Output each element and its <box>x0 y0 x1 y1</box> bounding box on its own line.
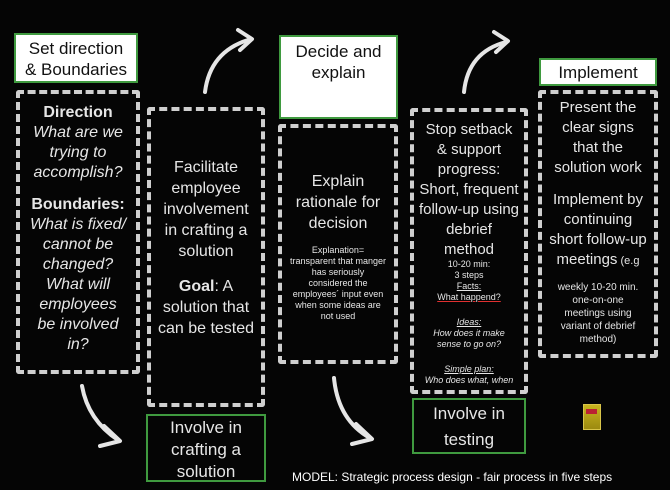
present-line: solution work <box>554 159 642 176</box>
step3-title: Decide and explain <box>279 35 398 119</box>
support-line: follow-up using <box>418 201 520 218</box>
plan-label: Simple plan: <box>444 364 494 374</box>
arrow-step3-to-step4-head <box>350 422 374 446</box>
support-line: progress: <box>437 161 501 178</box>
step3-explanation: Explanation= transparent that manger has… <box>282 245 394 322</box>
step3-content: Explain rationale for decision <box>282 171 394 234</box>
step1-content: Direction What are we trying to accompli… <box>20 103 136 355</box>
step2-panel <box>147 107 265 407</box>
arrow-step2-to-step3 <box>203 38 250 94</box>
arrow-step4-to-step5 <box>462 40 508 94</box>
ideas-line: How does it make <box>433 328 505 338</box>
support-line: method <box>443 241 495 258</box>
arrow-step4-to-step5-head <box>492 30 510 54</box>
facilitate-line: involvement <box>163 201 249 218</box>
boundaries-line: employees <box>39 296 117 313</box>
step3-panel <box>278 124 398 364</box>
facts-label: Facts: <box>456 281 482 291</box>
support-line: & support <box>436 141 502 158</box>
step4-content: Stop setback & support progress: Short, … <box>413 120 525 260</box>
step2-content: Facilitate employee involvement in craft… <box>150 157 262 339</box>
goal-rest: : A <box>214 278 234 295</box>
meetings-line: variant of debrief <box>560 321 636 332</box>
meetings-suffix: (e.g <box>617 255 640 267</box>
explanation-line: Explanation= <box>311 245 365 255</box>
explain-line: decision <box>308 215 368 232</box>
facilitate-line: Facilitate <box>173 159 239 176</box>
step4-details: 10-20 min: 3 steps Facts: What happend? … <box>413 259 525 386</box>
goal-line: can be tested <box>157 320 255 337</box>
facilitate-line: in crafting a <box>164 222 248 239</box>
meetings-line: method) <box>579 334 617 345</box>
goal-line: solution that <box>162 299 250 316</box>
implement-line: continuing <box>563 211 633 228</box>
step5-small: weekly 10-20 min. one-on-one meetings us… <box>540 281 656 346</box>
present-line: Present the <box>559 99 637 116</box>
present-line: that the <box>572 139 624 156</box>
boundaries-line: What is fixed/ <box>29 216 127 233</box>
step5-content: Present the clear signs that the solutio… <box>540 98 656 271</box>
explain-line: rationale for <box>295 194 381 211</box>
direction-line: What are we <box>33 124 123 141</box>
explanation-line: when some ideas are <box>295 300 381 310</box>
explanation-line: employees´ input even <box>292 289 384 299</box>
support-line: Stop setback <box>425 121 513 138</box>
step5-title: Implement <box>539 58 657 86</box>
boundaries-line: in? <box>67 336 89 353</box>
ideas-line: sense to go on? <box>436 339 502 349</box>
arrow-step1-to-step2-head <box>98 424 122 448</box>
boundaries-line: What will <box>45 276 110 293</box>
step1-panel <box>16 90 140 374</box>
implement-line: meetings (e.g <box>540 250 656 271</box>
direction-line: trying to <box>49 144 107 161</box>
direction-line: accomplish? <box>33 164 123 181</box>
book-icon <box>583 404 601 430</box>
explanation-line: transparent that manger <box>289 256 387 266</box>
explain-line: Explain <box>311 173 365 190</box>
step5-panel <box>538 90 658 358</box>
goal-line: Goal: A <box>150 276 262 297</box>
implement-line: Implement by <box>552 191 644 208</box>
step2-bottom-label: Involve in crafting a solution <box>146 414 266 482</box>
meetings-line: one-on-one <box>572 295 624 306</box>
boundaries-line: be involved <box>37 316 119 333</box>
explanation-line: not used <box>320 311 356 321</box>
explanation-line: has seriously <box>311 267 365 277</box>
boundaries-line: cannot be <box>42 236 114 253</box>
facilitate-line: employee <box>171 180 241 197</box>
arrow-step3-to-step4 <box>332 376 372 440</box>
direction-heading: Direction <box>43 104 113 121</box>
arrow-step2-to-step3-head <box>236 28 254 52</box>
step4-panel <box>410 108 528 394</box>
support-line: Short, frequent <box>419 181 519 198</box>
goal-label: Goal <box>178 278 215 295</box>
explanation-line: considered the <box>308 278 368 288</box>
meetings-word: meetings <box>556 251 618 268</box>
facts-text: What happend? <box>437 292 501 302</box>
boundaries-line: changed? <box>42 256 114 273</box>
meetings-line: weekly 10-20 min. <box>557 282 639 293</box>
support-line: debrief <box>446 221 492 238</box>
facilitate-line: solution <box>178 243 234 260</box>
plan-text: Who does what, when <box>424 375 514 385</box>
step1-title: Set direction & Boundaries <box>14 33 138 83</box>
duration-line: 10-20 min: <box>447 259 491 269</box>
meetings-line: meetings using <box>564 308 632 319</box>
implement-line: short follow-up <box>549 231 647 248</box>
duration-line: 3 steps <box>454 270 484 280</box>
footer-caption: MODEL: Strategic process design - fair p… <box>292 470 613 484</box>
present-line: clear signs <box>562 119 634 136</box>
step4-bottom-label: Involve in testing <box>412 398 526 454</box>
ideas-label: Ideas: <box>456 317 482 327</box>
boundaries-heading: Boundaries: <box>31 196 125 213</box>
